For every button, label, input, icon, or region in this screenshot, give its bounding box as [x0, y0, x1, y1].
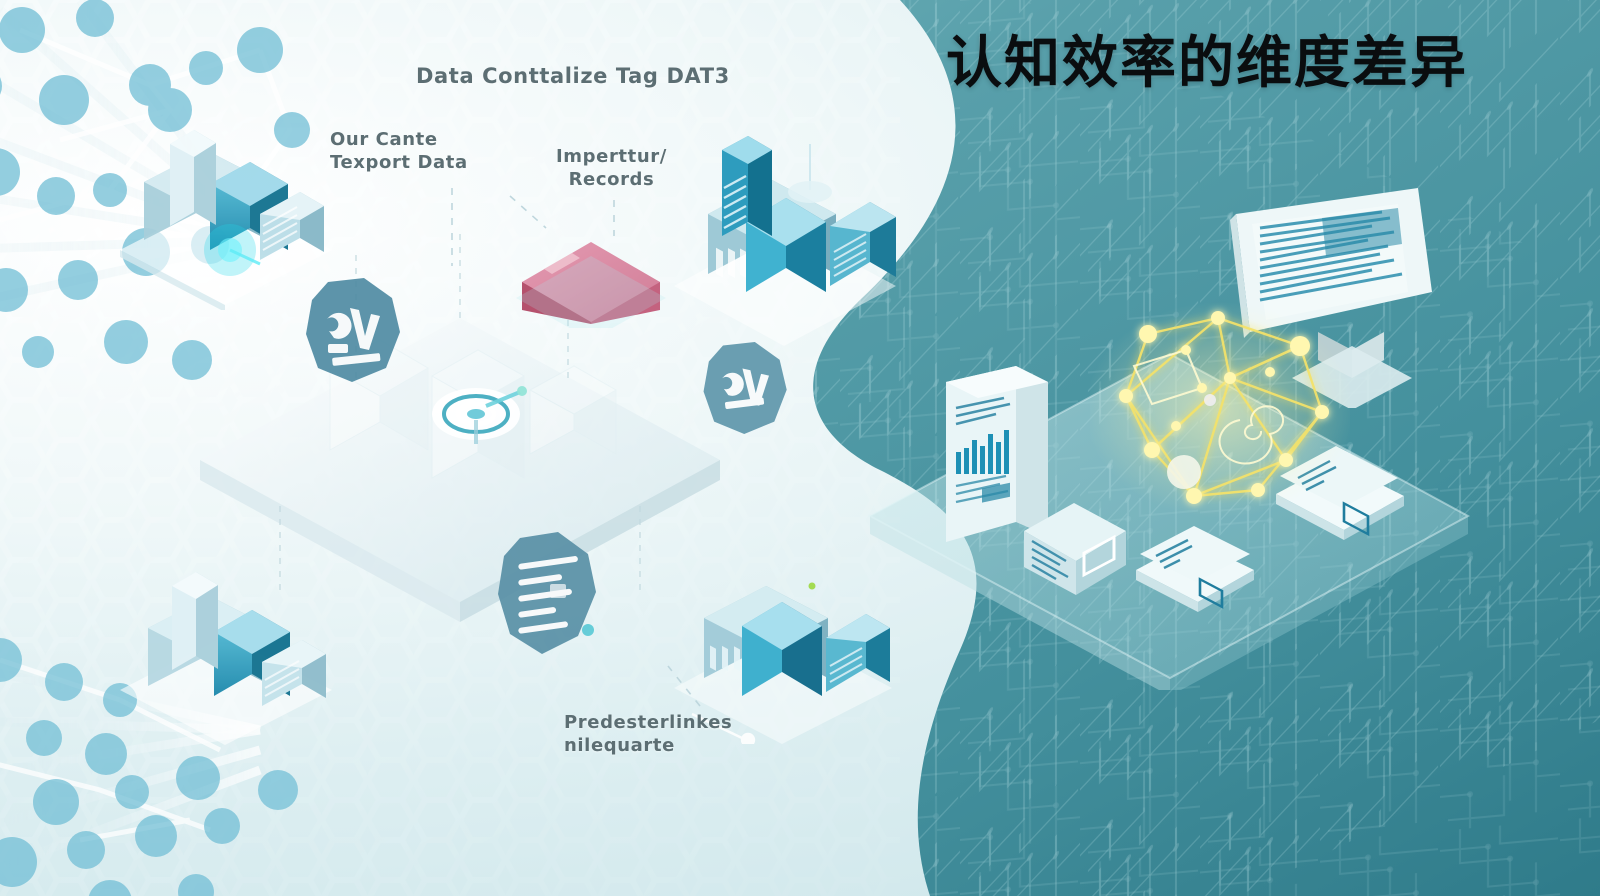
- label-group-a-line2: Texport Data: [330, 152, 468, 174]
- page-title: 认知效率的维度差异: [946, 31, 1468, 96]
- label-group-a: Our Cante Texport Data: [330, 128, 468, 174]
- label-group-b-line1: Imperttur/: [556, 146, 667, 167]
- label-group-c-line2: nilequarte: [564, 735, 675, 757]
- label-group-c: Predesterlinkes nilequarte: [564, 711, 732, 757]
- label-group-b-line2: Records: [568, 169, 655, 191]
- label-group-a-line1: Our Cante: [330, 129, 438, 150]
- label-group-b: Imperttur/ Records: [556, 145, 667, 191]
- heading-label: Data Conttalize Tag DAT3: [416, 64, 730, 88]
- label-group-c-line1: Predesterlinkes: [564, 712, 733, 733]
